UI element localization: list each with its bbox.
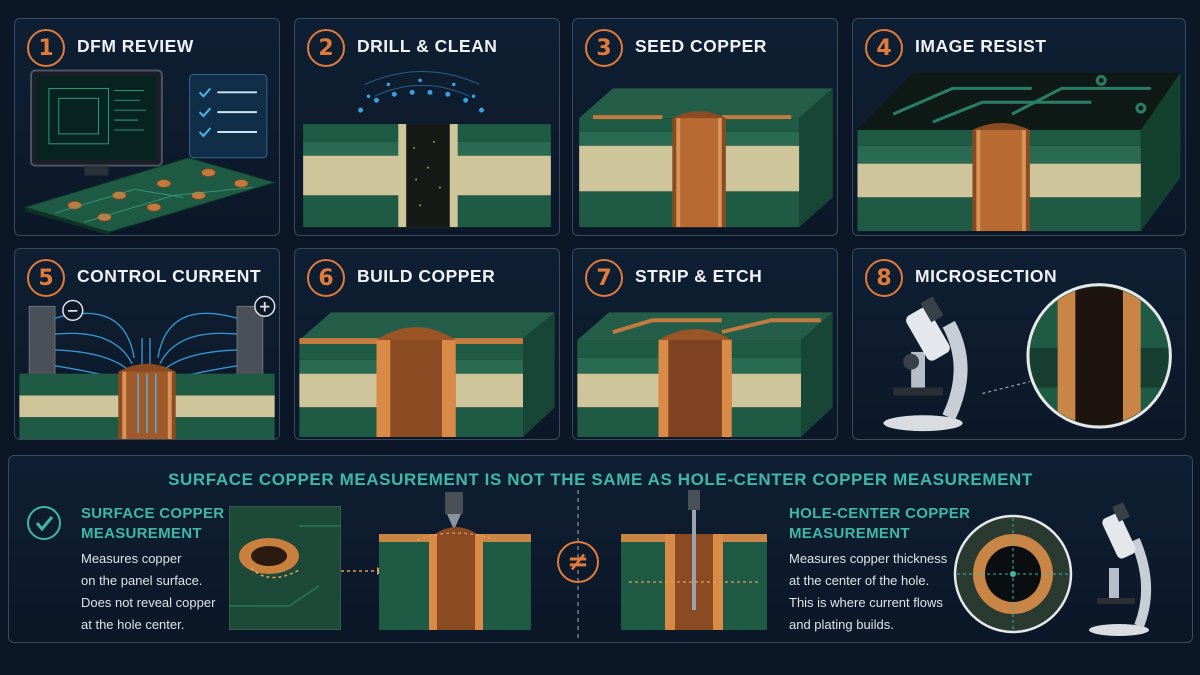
step-panel-2: 2 DRILL & CLEAN — [294, 18, 560, 236]
measurement-comparison-panel: SURFACE COPPER MEASUREMENT IS NOT THE SA… — [8, 455, 1193, 643]
hole-center-probe-cross-section — [621, 490, 767, 630]
step-title-4: IMAGE RESIST — [915, 36, 1047, 56]
surface-desc-line: Measures copper — [81, 551, 182, 566]
step-title-5: CONTROL CURRENT — [77, 266, 262, 286]
hole-center-measurement-description: Measures copper thickness at the center … — [789, 548, 947, 636]
surface-pad-closeup — [229, 506, 341, 630]
step-title-3: SEED COPPER — [635, 36, 767, 56]
hole-center-desc-line: This is where current flows — [789, 595, 943, 610]
step-number-8: 8 — [865, 259, 903, 297]
build-copper-illustration — [299, 312, 555, 438]
step-panel-8: 8 MICROSECTION — [852, 248, 1186, 440]
plus-label: + — [259, 298, 271, 315]
microsection-illustration — [883, 283, 1172, 432]
step-number-5: 5 — [27, 259, 65, 297]
drill-clean-illustration — [303, 71, 551, 228]
step-number-1: 1 — [27, 29, 65, 67]
seed-copper-illustration — [579, 88, 833, 228]
check-circle-icon — [27, 506, 61, 540]
surface-desc-line: on the panel surface. — [81, 573, 203, 588]
step-title-6: BUILD COPPER — [357, 266, 496, 286]
minus-icon — [62, 299, 84, 321]
step-title-2: DRILL & CLEAN — [357, 36, 498, 56]
hole-center-desc-line: at the center of the hole. — [789, 573, 930, 588]
plus-icon — [254, 295, 276, 318]
control-current-illustration: − + — [19, 295, 276, 439]
step-panel-3: 3 SEED COPPER — [572, 18, 838, 236]
hole-center-title-line1: HOLE-CENTER COPPER — [789, 505, 971, 522]
not-equal-icon: ≠ — [557, 541, 599, 583]
image-resist-illustration — [857, 72, 1181, 232]
step-panel-1: 1 DFM REVIEW — [14, 18, 280, 236]
step-panel-7: 7 STRIP & ETCH — [572, 248, 838, 440]
step-panel-4: 4 IMAGE RESIST — [852, 18, 1186, 236]
surface-desc-line: at the hole center. — [81, 617, 185, 632]
step-number-7: 7 — [585, 259, 623, 297]
step-title-7: STRIP & ETCH — [635, 266, 763, 286]
step-number-2: 2 — [307, 29, 345, 67]
step-number-3: 3 — [585, 29, 623, 67]
surface-title-line2: MEASUREMENT — [81, 525, 202, 542]
dfm-review-illustration — [23, 69, 277, 235]
step-number-6: 6 — [307, 259, 345, 297]
hole-center-title-line2: MEASUREMENT — [789, 525, 910, 542]
surface-title-line1: SURFACE COPPER — [81, 505, 225, 522]
surface-measurement-title: SURFACE COPPER MEASUREMENT — [81, 504, 224, 544]
hole-center-measurement-title: HOLE-CENTER COPPER MEASUREMENT — [789, 504, 970, 544]
step-title-1: DFM REVIEW — [77, 36, 194, 56]
microscope-icon — [883, 296, 968, 432]
surface-desc-line: Does not reveal copper — [81, 595, 216, 610]
hole-center-desc-line: and plating builds. — [789, 617, 894, 632]
strip-etch-illustration — [577, 312, 833, 438]
checklist-icon — [189, 73, 268, 159]
microscope-icon — [1089, 502, 1152, 636]
step-panel-5: − + 5 CONTROL CURRENT — [14, 248, 280, 440]
step-panel-6: 6 BUILD COPPER — [294, 248, 560, 440]
step-number-4: 4 — [865, 29, 903, 67]
probe-icon — [445, 492, 463, 530]
minus-label: − — [67, 302, 79, 319]
hole-center-desc-line: Measures copper thickness — [789, 551, 948, 566]
comparison-headline: SURFACE COPPER MEASUREMENT IS NOT THE SA… — [168, 470, 1033, 489]
surface-measurement-description: Measures copper on the panel surface. Do… — [81, 548, 215, 636]
surface-probe-cross-section — [379, 492, 531, 630]
hole-center-closeup — [953, 514, 1073, 634]
water-droplets-icon — [358, 78, 484, 113]
step-title-8: MICROSECTION — [915, 266, 1058, 286]
